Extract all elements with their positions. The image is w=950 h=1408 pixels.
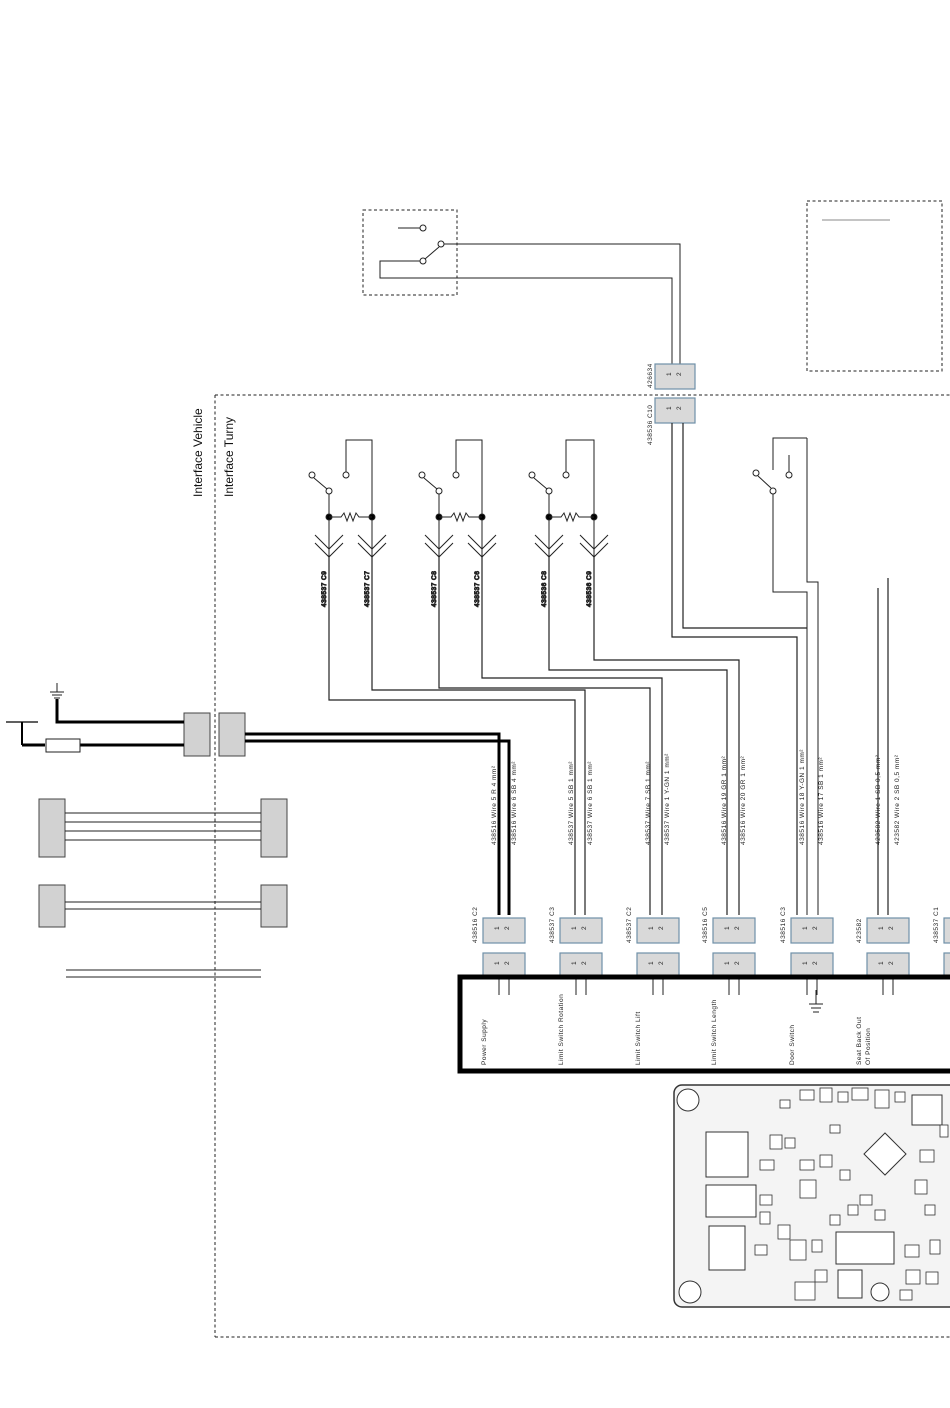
pin-label: 2	[504, 961, 511, 965]
svg-text:1: 1	[666, 372, 673, 376]
legend-box	[806, 200, 943, 372]
fuse-icon	[45, 738, 81, 753]
resistor-icon	[549, 511, 594, 523]
pin-label: 1	[878, 926, 885, 930]
pin-label: 1	[571, 961, 578, 965]
external-switch-box	[362, 209, 458, 296]
function-label: Door Switch	[789, 1024, 796, 1065]
connector-label: 423582	[856, 918, 863, 943]
connector-label: 438537 C1	[933, 907, 940, 943]
wire-label: 438516 Wire 20 GR 1 mm²	[740, 755, 747, 845]
wire-label: 438537 Wire 7 SB 1 mm²	[645, 761, 652, 845]
resistor-icon	[439, 511, 482, 523]
wire-label: 438516 Wire 6 SB 4 mm²	[511, 761, 518, 845]
switch-cable-label: 438537 C7	[364, 571, 371, 607]
pin-label: 2	[658, 961, 665, 965]
pin-label: 2	[734, 961, 741, 965]
connector-label: 438537 C2	[626, 907, 633, 943]
plug-symbol-multi	[38, 798, 288, 858]
wire-label: 438516 Wire 18 Y-GN 1 mm²	[799, 749, 806, 845]
pin-label: 1	[648, 926, 655, 930]
pin-label: 2	[658, 926, 665, 930]
function-label: Limit Switch Length	[711, 999, 718, 1065]
resistor-icon	[329, 511, 372, 523]
ground-icon	[809, 990, 823, 1013]
pin-label: 1	[802, 961, 809, 965]
switch-icon	[379, 224, 681, 365]
wire-label: 438516 Wire 5 R 4 mm²	[491, 765, 498, 845]
wire-label: 423582 Wire 2 SB 0,5 mm²	[894, 754, 901, 845]
switch-cable-label: 438536 C8	[541, 571, 548, 607]
control-module-housing	[457, 974, 950, 1074]
pin-label: 1	[494, 961, 501, 965]
switch-cable-label: 438537 C6	[474, 571, 481, 607]
switch-icon	[308, 471, 316, 479]
pcb-image	[673, 1084, 950, 1308]
svg-text:2: 2	[676, 406, 683, 410]
wire-label: 423582 Wire 1 SB 0,5 mm²	[875, 754, 882, 845]
switch-group: 438536 C8 438536 C9	[528, 439, 609, 608]
function-label: Limit Switch Lift	[635, 1011, 642, 1065]
switch-cable-label: 438536 C9	[586, 571, 593, 607]
pin-label: 2	[504, 926, 511, 930]
switch-group: 438537 C9 438537 C7	[308, 439, 387, 608]
switch-icon	[752, 437, 819, 915]
connector-label: 438516 C5	[702, 907, 709, 943]
power-wires	[6, 683, 511, 915]
pin-label: 2	[888, 926, 895, 930]
function-label: Limit Switch Rotation	[558, 994, 565, 1065]
ground-icon	[50, 683, 64, 699]
pin-label: 1	[878, 961, 885, 965]
wire-labels: 438516 Wire 5 R 4 mm² 438516 Wire 6 SB 4 …	[491, 749, 901, 845]
switch-cable-label: 438537 C8	[431, 571, 438, 607]
top-connector-upper-label: 426634	[647, 363, 654, 388]
top-connector-lower-label: 438536 C10	[647, 405, 654, 445]
interface-turny-label: Interface Turny	[222, 417, 236, 497]
switch-icon	[418, 471, 426, 479]
wire-label: 438537 Wire 5 SB 1 mm²	[568, 761, 575, 845]
pin-label: 2	[812, 926, 819, 930]
connector-label: 438516 C3	[780, 907, 787, 943]
plug-symbol-pair	[38, 884, 288, 928]
svg-text:1: 1	[666, 406, 673, 410]
pin-label: 2	[581, 926, 588, 930]
wire-label: 438516 Wire 17 SB 1 mm²	[818, 757, 825, 845]
switch-cable-label: 438537 C9	[321, 571, 328, 607]
pin-label: 2	[734, 926, 741, 930]
function-label: Power Supply	[481, 1019, 488, 1065]
top-connector-upper: 1 2 426634	[647, 363, 696, 390]
function-label: Of Position	[865, 1028, 872, 1065]
pin-label: 1	[648, 961, 655, 965]
top-connector-lower: 1 2 438536 C10	[647, 397, 696, 445]
connector-label: 438537 C3	[549, 907, 556, 943]
wire-label: 438537 Wire 6 SB 1 mm²	[587, 761, 594, 845]
pin-label: 2	[581, 961, 588, 965]
signal-wires	[328, 423, 889, 915]
switch-icon	[528, 471, 536, 479]
pin-label: 1	[802, 926, 809, 930]
switch-group: 438537 C8 438537 C6	[418, 439, 497, 608]
wire-label: 438537 Wire 1 Y-GN 1 mm²	[664, 753, 671, 845]
function-label: Seat Back Out	[856, 1017, 863, 1065]
pin-label: 1	[724, 926, 731, 930]
pin-label: 1	[571, 926, 578, 930]
pin-label: 1	[724, 961, 731, 965]
pin-label: 1	[494, 926, 501, 930]
pin-label: 2	[812, 961, 819, 965]
pin-label: 2	[888, 961, 895, 965]
svg-text:2: 2	[676, 372, 683, 376]
connector-label: 438516 C2	[472, 907, 479, 943]
wire-label: 438516 Wire 19 GR 1 mm²	[721, 755, 728, 845]
interface-vehicle-label: Interface Vehicle	[191, 408, 205, 497]
